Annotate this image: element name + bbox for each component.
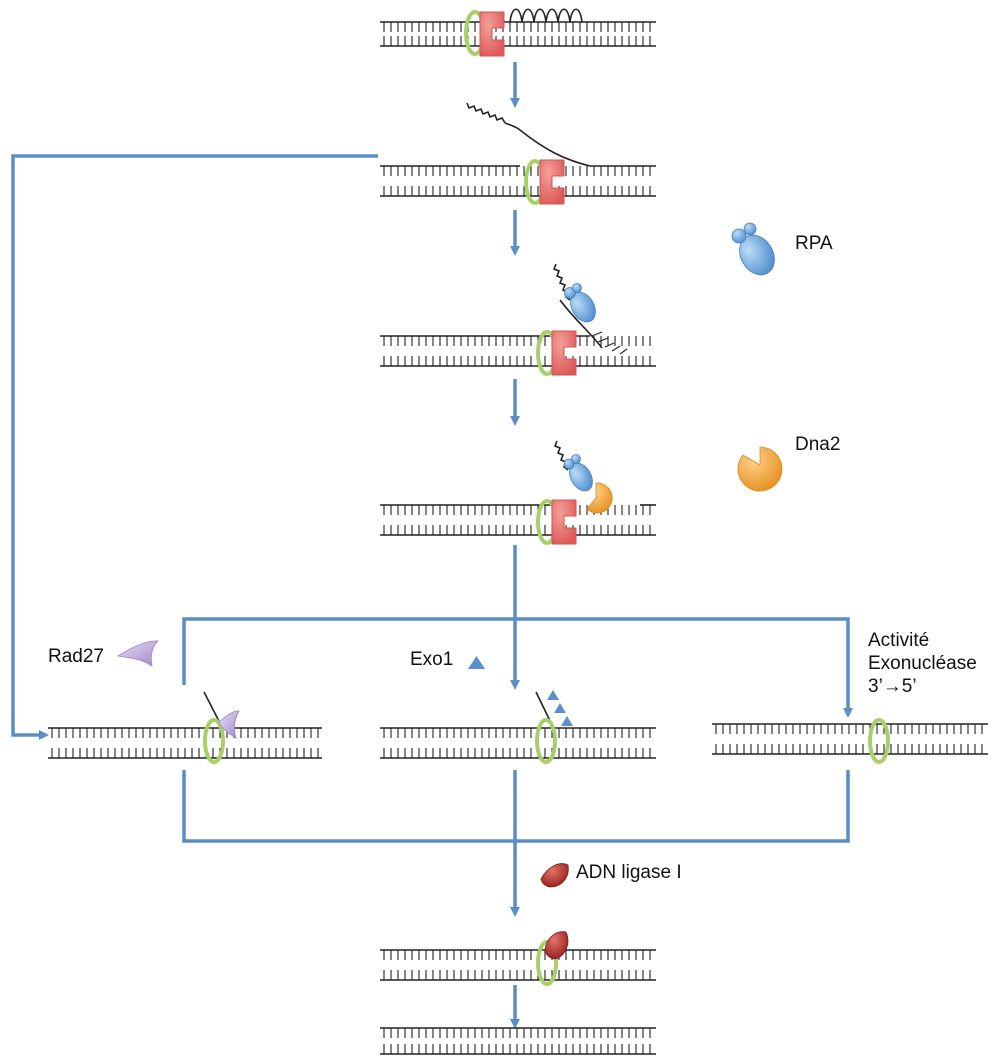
polymerase-icon xyxy=(551,330,577,376)
dna-duplex xyxy=(380,727,656,759)
ligase-legend-icon xyxy=(540,863,569,888)
dna-duplex xyxy=(380,165,656,197)
rpa-label: RPA xyxy=(795,233,833,254)
rpa-legend-icon xyxy=(731,222,775,276)
exonuclease-label-line2: Exonucléase xyxy=(868,653,977,674)
dna-duplex xyxy=(380,1027,656,1055)
dna-duplex xyxy=(712,723,988,755)
dna-duplex xyxy=(48,727,322,759)
dna2-label: Dna2 xyxy=(795,434,841,455)
step-1-flap-loop xyxy=(509,8,583,23)
dna2-icon xyxy=(586,482,613,514)
exo1-icon xyxy=(547,690,573,726)
pcna-ring-icon xyxy=(203,718,225,764)
polymerase-icon xyxy=(539,159,565,205)
rad27-icon xyxy=(218,710,240,739)
flow-arrows xyxy=(11,62,853,1029)
exo1-legend-icon xyxy=(468,656,485,669)
pcna-ring-icon xyxy=(535,718,557,764)
dna2-legend-icon xyxy=(737,446,783,492)
rpa-icon xyxy=(564,283,596,323)
dna-strands xyxy=(48,21,988,1055)
pcna-ring-icon xyxy=(868,718,890,764)
ligase-icon xyxy=(544,931,569,960)
rad27-legend-icon xyxy=(116,640,159,667)
exo1-label: Exo1 xyxy=(410,649,454,670)
polymerase-icon xyxy=(479,11,505,57)
exonuclease-label-line3: 3’→5’ xyxy=(868,676,917,697)
rpa-icon xyxy=(563,454,593,492)
dna-duplex xyxy=(380,21,656,47)
polymerase-icon xyxy=(551,499,577,545)
dna-duplex xyxy=(380,335,656,367)
dna-duplex xyxy=(380,504,656,536)
dna-duplex xyxy=(380,949,656,981)
ligase-label: ADN ligase I xyxy=(576,862,682,883)
exonuclease-label-line1: Activité xyxy=(868,630,930,651)
step-2-flap xyxy=(466,102,591,167)
rad27-label: Rad27 xyxy=(48,646,104,667)
